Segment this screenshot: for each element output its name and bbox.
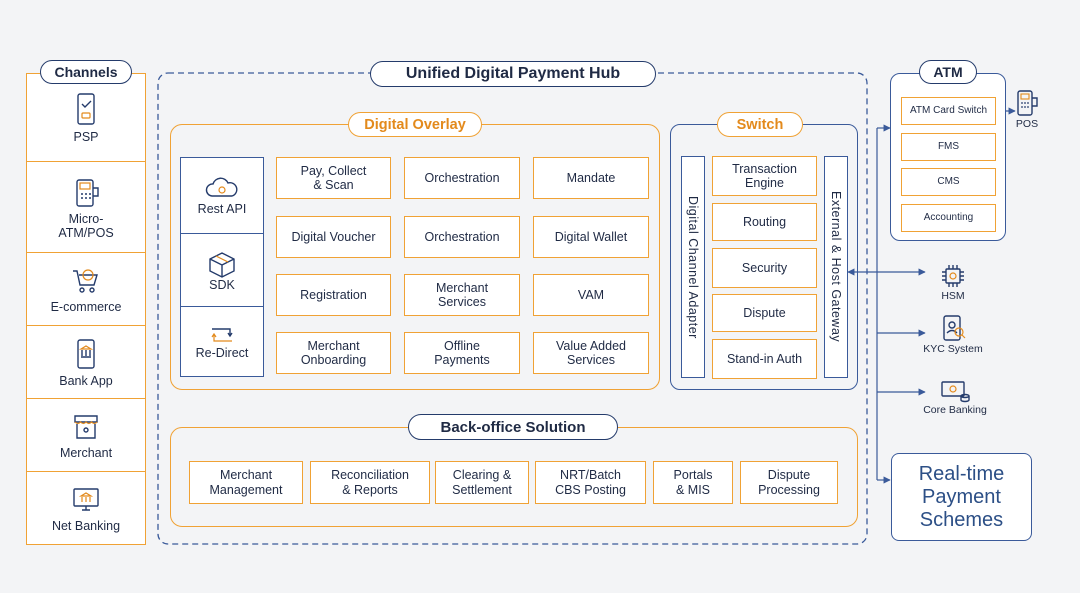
overlay-cell[interactable]: Orchestration	[404, 157, 520, 199]
back-office-item[interactable]: Reconciliation & Reports	[310, 461, 430, 504]
api-label: Rest API	[197, 201, 247, 216]
core-banking-system[interactable]: Core Banking	[915, 378, 995, 416]
atm-item[interactable]: CMS	[901, 168, 996, 196]
switch-item[interactable]: Routing	[712, 203, 817, 241]
computer-bank-icon	[73, 488, 99, 511]
overlay-cell[interactable]: Digital Voucher	[276, 216, 391, 258]
hsm-system[interactable]: HSM	[920, 262, 986, 302]
adapter-label: Digital Channel Adapter	[686, 195, 700, 339]
atm-item[interactable]: Accounting	[901, 204, 996, 232]
api-sdk[interactable]: SDK	[181, 235, 263, 307]
cloud-gear-icon	[205, 177, 238, 197]
channel-bank-app[interactable]: Bank App	[27, 327, 145, 399]
channel-label: Merchant	[59, 445, 113, 460]
back-office-item[interactable]: Dispute Processing	[740, 461, 838, 504]
switch-item[interactable]: Dispute	[712, 294, 817, 332]
realtime-payment-schemes[interactable]: Real-time Payment Schemes	[891, 453, 1032, 541]
kyc-system[interactable]: KYC System	[915, 313, 991, 355]
atm-item[interactable]: FMS	[901, 133, 996, 161]
api-rest[interactable]: Rest API	[181, 158, 263, 234]
switch-item[interactable]: Stand-in Auth	[712, 339, 817, 379]
overlay-cell[interactable]: Pay, Collect & Scan	[276, 157, 391, 199]
channel-ecommerce[interactable]: E-commerce	[27, 254, 145, 326]
back-office-item[interactable]: Clearing & Settlement	[435, 461, 529, 504]
realtime-label: Real-time Payment Schemes	[918, 462, 1005, 531]
channels-title: Channels	[40, 60, 132, 84]
kyc-id-icon	[943, 315, 966, 341]
overlay-cell[interactable]: Offline Payments	[404, 332, 520, 374]
channel-label: PSP	[73, 129, 99, 144]
hub-title: Unified Digital Payment Hub	[370, 61, 656, 87]
pos-terminal-icon	[76, 178, 99, 207]
phone-check-icon	[77, 92, 95, 125]
overlay-cell[interactable]: Digital Wallet	[533, 216, 649, 258]
overlay-cell[interactable]: Merchant Services	[404, 274, 520, 316]
api-redirect[interactable]: Re-Direct	[181, 308, 263, 376]
api-label: SDK	[209, 277, 235, 292]
switch-item[interactable]: Security	[712, 248, 817, 288]
switch-item[interactable]: Transaction Engine	[712, 156, 817, 196]
switch-title: Switch	[717, 112, 803, 137]
back-office-item[interactable]: NRT/Batch CBS Posting	[535, 461, 646, 504]
channel-psp[interactable]: PSP	[27, 74, 145, 162]
cart-globe-icon	[73, 268, 98, 293]
overlay-cell[interactable]: VAM	[533, 274, 649, 316]
overlay-cell[interactable]: Registration	[276, 274, 391, 316]
atm-title: ATM	[919, 60, 977, 84]
pos-terminal-icon	[1017, 90, 1038, 116]
pos-label: POS	[1015, 118, 1039, 130]
overlay-cell[interactable]: Value Added Services	[533, 332, 649, 374]
channel-merchant[interactable]: Merchant	[27, 400, 145, 472]
back-office-title: Back-office Solution	[408, 414, 618, 440]
channel-label: Net Banking	[51, 519, 121, 533]
overlay-cell[interactable]: Merchant Onboarding	[276, 332, 391, 374]
channel-label: Micro- ATM/POS	[58, 211, 114, 240]
pos-terminal[interactable]: POS	[1010, 88, 1044, 130]
channel-label: E-commerce	[50, 299, 122, 314]
kyc-label: KYC System	[923, 343, 983, 355]
api-stack: Rest API SDK Re-Direct	[180, 157, 264, 377]
gateway-label: External & Host Gateway	[829, 191, 843, 343]
digital-channel-adapter[interactable]: Digital Channel Adapter	[681, 156, 705, 378]
chip-icon	[942, 265, 964, 287]
shop-icon	[74, 414, 98, 439]
core-banking-icon	[941, 381, 970, 403]
channels-panel: PSP Micro- ATM/POS E-commerce Bank App M…	[26, 73, 146, 545]
external-host-gateway[interactable]: External & Host Gateway	[824, 156, 848, 378]
overlay-cell[interactable]: Orchestration	[404, 216, 520, 258]
atm-item[interactable]: ATM Card Switch	[901, 97, 996, 125]
hsm-label: HSM	[941, 290, 965, 302]
digital-overlay-title: Digital Overlay	[348, 112, 482, 137]
box-icon	[209, 251, 235, 278]
mobile-bank-icon	[77, 338, 95, 369]
core-banking-label: Core Banking	[923, 404, 987, 416]
api-label: Re-Direct	[195, 346, 249, 360]
back-office-item[interactable]: Portals & MIS	[653, 461, 733, 504]
channel-label: Bank App	[59, 373, 113, 388]
channel-net-banking[interactable]: Net Banking	[27, 473, 145, 545]
back-office-item[interactable]: Merchant Management	[189, 461, 303, 504]
channel-micro-atm-pos[interactable]: Micro- ATM/POS	[27, 163, 145, 253]
overlay-cell[interactable]: Mandate	[533, 157, 649, 199]
redirect-arrows-icon	[211, 328, 233, 342]
